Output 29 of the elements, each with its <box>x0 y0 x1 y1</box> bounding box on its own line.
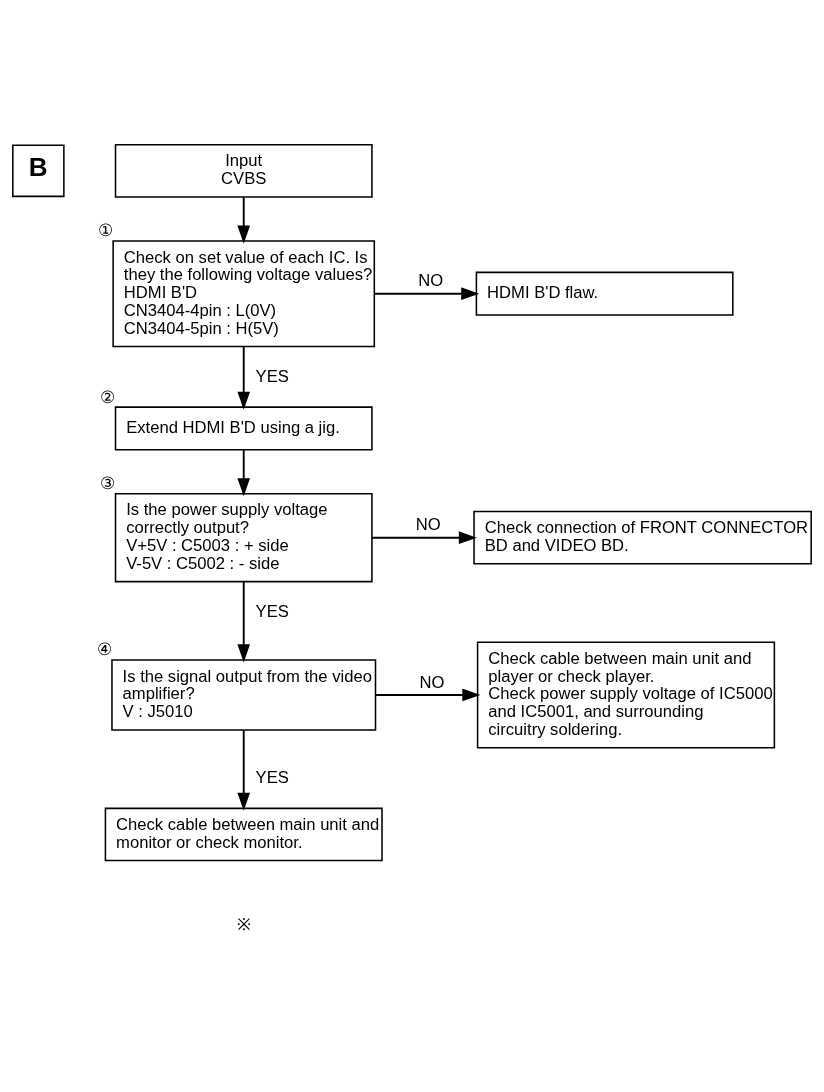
arrow <box>237 449 251 497</box>
edge-label: YES <box>255 768 289 788</box>
node-box: Check on set value of each IC. Is they the following voltage values? HDMI B'D CN3404-4pin : L(0V) CN3404-5pin : H(5V) <box>112 240 376 348</box>
arrow <box>237 196 251 244</box>
node-label: ① <box>97 221 113 241</box>
node-box: Is the power supply voltage correctly output? V+5V : C5003 : + side V-5V : C5002 : - side <box>114 493 373 583</box>
edge-label: YES <box>255 366 289 386</box>
edge-label: NO <box>415 515 441 535</box>
label: ※ <box>236 915 251 935</box>
edge-label: NO <box>418 271 444 291</box>
node-box: Check connection of FRONT CONNECTOR BD and VIDEO BD. <box>473 510 812 565</box>
arrow <box>373 287 480 301</box>
node-box: Check cable between main unit and player or check player. Check power supply voltage of IC5000 and IC5001, and surrounding circuitry soldering. <box>476 641 776 749</box>
node-box: B <box>12 144 65 198</box>
arrow <box>371 531 477 544</box>
node-label: ② <box>100 387 116 407</box>
arrow <box>237 345 251 410</box>
arrow <box>237 580 251 663</box>
node-box: Extend HDMI B'D using a jig. <box>114 406 373 451</box>
node-box: Is the signal output from the video amplifier? V : J5010 <box>111 659 377 731</box>
node-box: HDMI B'D flaw. <box>475 271 734 316</box>
node-label: ③ <box>100 474 116 494</box>
arrow <box>374 688 481 702</box>
node-box: Input CVBS <box>114 144 373 198</box>
edge-label: NO <box>419 672 445 692</box>
node-box: Check cable between main unit and monitor or check monitor. <box>104 807 383 862</box>
node-label: ④ <box>96 640 112 660</box>
edge-label: YES <box>255 601 289 621</box>
arrow <box>237 729 251 811</box>
